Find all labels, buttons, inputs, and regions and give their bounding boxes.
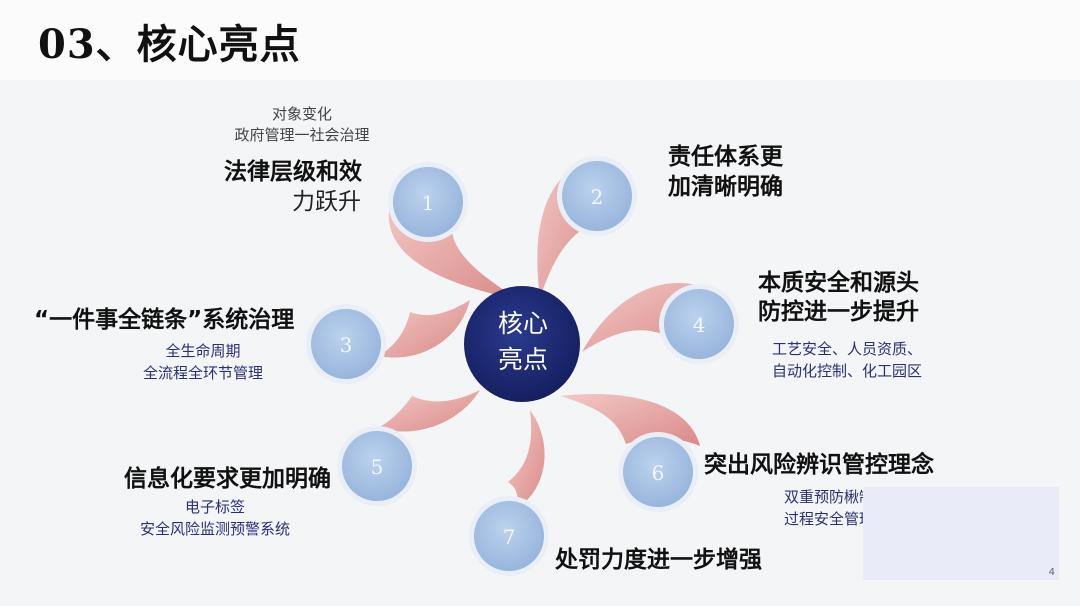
node-6-sub: 双重预防楸制 过程安全管理 — [784, 486, 874, 530]
node-1-sub-line1: 对象变化 — [222, 104, 382, 125]
node-7-title: 处罚力度进一步增强 — [555, 545, 762, 575]
corner-overlay-box: 4 — [863, 487, 1059, 580]
node-3-sub: 全生命周期 全流程全环节管理 — [118, 340, 288, 384]
node-1-sub: 对象变化 政府管理一社会治理 — [222, 104, 382, 146]
node-6: 6 — [618, 432, 698, 512]
node-6-title: 突出风险辨识管控理念 — [704, 450, 934, 480]
svg-text:4: 4 — [693, 313, 706, 337]
svg-text:3: 3 — [340, 333, 353, 357]
center-label-line1: 核心 — [468, 306, 578, 342]
node-1-title-line1: 法律层级和效 — [224, 157, 362, 187]
node-3: 3 — [306, 304, 386, 384]
node-6-sub-line1: 双重预防楸制 — [784, 486, 874, 508]
center-label-line2: 亮点 — [468, 342, 578, 378]
node-6-sub-line2: 过程安全管理 — [784, 508, 874, 530]
node-2-title-line2: 加清晰明确 — [668, 172, 783, 202]
node-5-sub-line2: 安全风险监测预警系统 — [120, 518, 310, 540]
node-1: 1 — [388, 162, 468, 242]
node-1-sub-line2: 政府管理一社会治理 — [222, 125, 382, 146]
center-label: 核心 亮点 — [468, 306, 578, 378]
node-5-sub: 电子标签 安全风险监测预警系统 — [120, 496, 310, 540]
node-4: 4 — [659, 284, 739, 364]
node-3-sub-line2: 全流程全环节管理 — [118, 362, 288, 384]
node-4-sub: 工艺安全、人员资质、 自动化控制、化工园区 — [772, 338, 922, 382]
swirl-arm-3 — [378, 300, 470, 358]
node-2-title-line1: 责任体系更 — [668, 142, 783, 172]
svg-text:7: 7 — [503, 525, 516, 549]
corner-page-mark: 4 — [1049, 567, 1055, 578]
node-4-title-line2: 防控进一步提升 — [758, 297, 919, 327]
node-5: 5 — [337, 426, 417, 506]
node-4-sub-line1: 工艺安全、人员资质、 — [772, 338, 922, 360]
node-7: 7 — [469, 496, 549, 576]
node-1-title-line2: 力跃升 — [292, 187, 361, 217]
node-4-title-line1: 本质安全和源头 — [758, 268, 919, 298]
node-4-sub-line2: 自动化控制、化工园区 — [772, 360, 922, 382]
node-2: 2 — [557, 156, 637, 236]
node-5-title: 信息化要求更加明确 — [124, 464, 331, 494]
swirl-arm-5 — [378, 390, 480, 432]
svg-text:2: 2 — [591, 185, 604, 209]
svg-text:5: 5 — [371, 455, 384, 479]
node-3-sub-line1: 全生命周期 — [118, 340, 288, 362]
node-3-title: “一件事全链条”系统治理 — [34, 305, 294, 335]
svg-text:1: 1 — [422, 191, 435, 215]
node-5-sub-line1: 电子标签 — [120, 496, 310, 518]
svg-text:6: 6 — [652, 461, 665, 485]
